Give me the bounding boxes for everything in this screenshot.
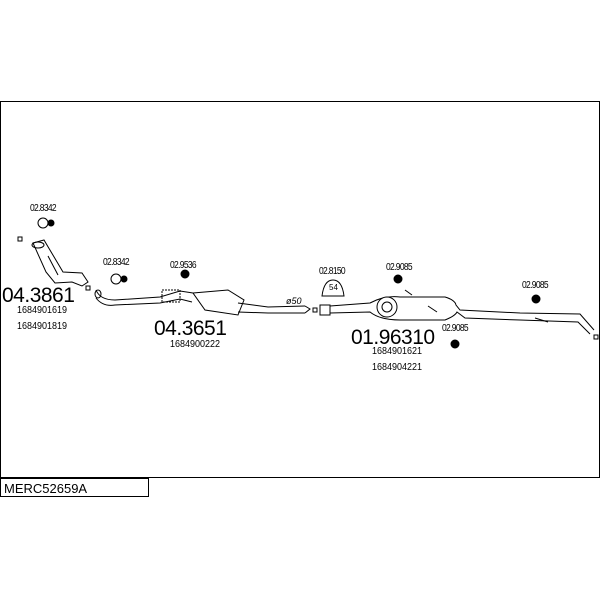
oem-number: 1684901819 bbox=[17, 321, 68, 332]
part-number[interactable]: 01.96310 bbox=[351, 326, 435, 349]
diagram-code: MERC52659A bbox=[0, 478, 149, 497]
clamp-label: 02.9536 bbox=[170, 260, 197, 271]
clamp-label: 02.9085 bbox=[442, 323, 469, 334]
clamp-label: 02.8342 bbox=[103, 257, 130, 268]
clamp-size: 54 bbox=[329, 283, 338, 292]
clamp-label: 02.8342 bbox=[30, 203, 57, 214]
clamp-label: 02.9085 bbox=[522, 280, 549, 291]
part-number[interactable]: 04.3651 bbox=[154, 317, 227, 340]
front-catalyst[interactable] bbox=[17, 236, 91, 291]
oem-number: 1684904221 bbox=[372, 362, 423, 373]
oem-number: 1684901621 bbox=[372, 346, 423, 357]
oem-number: 1684901619 bbox=[17, 305, 68, 316]
oem-number: 1684900222 bbox=[170, 339, 221, 350]
middle-silencer[interactable] bbox=[192, 289, 311, 316]
clamp-label: 02.8150 bbox=[319, 266, 346, 277]
part-number[interactable]: 04.3861 bbox=[2, 284, 75, 307]
clamp-label: 02.9085 bbox=[386, 262, 413, 273]
clamp-icons bbox=[37, 217, 541, 349]
pipe-diameter: ø50 bbox=[286, 296, 302, 306]
front-pipe[interactable] bbox=[94, 289, 194, 306]
rear-silencer[interactable] bbox=[312, 289, 599, 340]
